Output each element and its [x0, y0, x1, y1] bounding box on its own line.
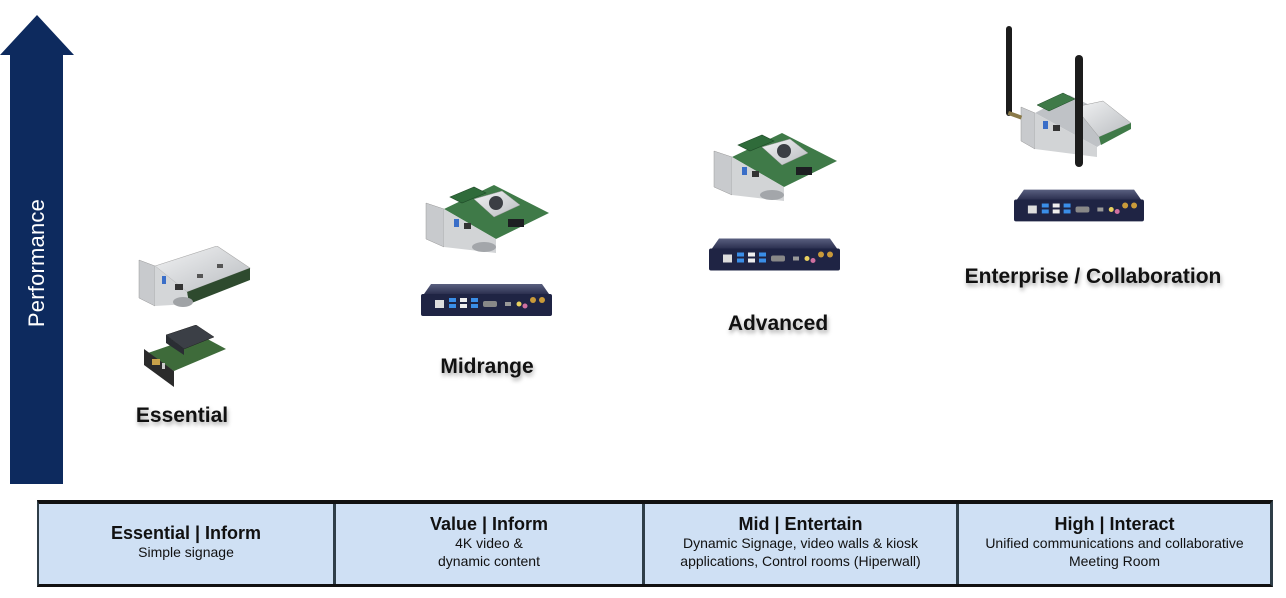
cell-line: Dynamic Signage, video walls & kiosk — [683, 535, 918, 551]
table-cell-high-interact: High | Interact Unified communications a… — [959, 504, 1270, 584]
cell-line: Unified communications and collaborative — [985, 535, 1244, 551]
table-cell-mid-entertain: Mid | Entertain Dynamic Signage, video w… — [645, 504, 959, 584]
essential-module-board-image — [138, 246, 251, 307]
midrange-module-board-image — [425, 185, 549, 253]
advanced-module-board-image — [713, 133, 837, 201]
tier-label-midrange: Midrange — [440, 355, 534, 378]
midrange-ops-box-image — [421, 284, 552, 316]
cell-line: 4K video & — [455, 535, 523, 551]
tier-label-enterprise-collaboration: Enterprise / Collaboration — [964, 265, 1222, 288]
advanced-ops-box-image — [709, 238, 840, 271]
cell-title: Essential | Inform — [110, 523, 262, 543]
cell-line: Simple signage — [138, 544, 234, 560]
cell-title: High | Interact — [1054, 514, 1175, 534]
performance-axis-label: Performance — [24, 198, 49, 328]
table-cell-value-inform: Value | Inform 4K video & dynamic conten… — [336, 504, 645, 584]
tier-label-advanced: Advanced — [727, 312, 829, 335]
enterprise-ops-box-image — [1014, 189, 1144, 222]
tier-label-essential: Essential — [135, 404, 229, 427]
cell-line: applications, Control rooms (Hiperwall) — [680, 553, 921, 569]
enterprise-wireless-module-board-image — [1006, 26, 1132, 167]
cell-title: Mid | Entertain — [738, 514, 863, 534]
table-cell-essential-inform: Essential | Inform Simple signage — [39, 504, 336, 584]
cell-line: dynamic content — [438, 553, 540, 569]
cell-line: Meeting Room — [1068, 553, 1161, 569]
essential-compact-board-image — [144, 325, 226, 387]
cell-title: Value | Inform — [429, 514, 549, 534]
performance-arrow-icon — [0, 15, 74, 484]
tier-description-table: Essential | Inform Simple signage Value … — [37, 500, 1273, 587]
